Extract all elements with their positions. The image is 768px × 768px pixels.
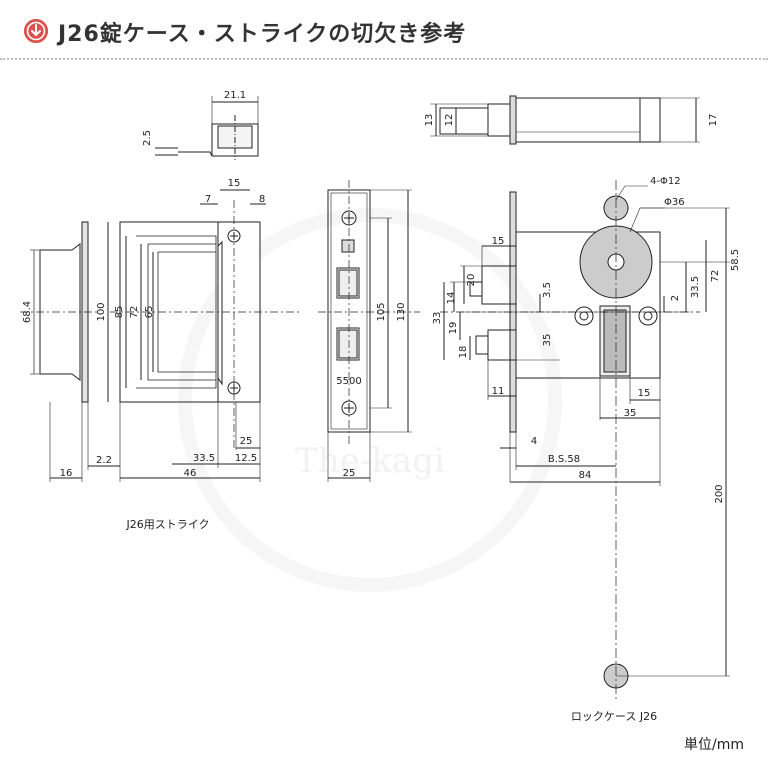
dim-2-2: 2.2 bbox=[96, 455, 112, 466]
dim-18: 18 bbox=[458, 346, 469, 359]
dim-8: 8 bbox=[259, 194, 265, 205]
dim-bs58: B.S.58 bbox=[548, 454, 580, 465]
lockcase-front-view bbox=[440, 180, 730, 700]
dimension-labels: 21.1 2.5 15 7 8 68.4 100 85 72 65 25 33.… bbox=[22, 90, 741, 504]
dim-12-5: 12.5 bbox=[235, 453, 257, 464]
dim-33-5-case: 33.5 bbox=[690, 276, 701, 298]
dim-19: 19 bbox=[448, 322, 459, 335]
strike-front-view bbox=[107, 189, 300, 482]
dim-16: 16 bbox=[60, 468, 73, 479]
strike-side-view bbox=[20, 221, 120, 482]
dim-33: 33 bbox=[432, 312, 443, 325]
dim-15-top: 15 bbox=[228, 178, 241, 189]
dim-7: 7 bbox=[205, 194, 211, 205]
dim-200: 200 bbox=[714, 484, 725, 503]
header-divider bbox=[0, 58, 768, 60]
dim-3-5: 3.5 bbox=[542, 282, 553, 298]
down-arrow-icon bbox=[24, 19, 48, 43]
dim-phi36: Φ36 bbox=[664, 197, 685, 208]
dim-72: 72 bbox=[129, 306, 140, 319]
dim-84: 84 bbox=[579, 470, 592, 481]
dim-100: 100 bbox=[96, 302, 107, 321]
dim-4: 4 bbox=[531, 436, 537, 447]
dim-65: 65 bbox=[144, 306, 155, 319]
dim-25-face: 25 bbox=[343, 468, 356, 479]
dim-46: 46 bbox=[184, 468, 197, 479]
strike-top-view bbox=[155, 96, 259, 160]
dim-20: 20 bbox=[466, 274, 477, 287]
page-title: J26錠ケース・ストライクの切欠き参考 bbox=[58, 22, 467, 47]
dim-58-5: 58.5 bbox=[730, 249, 741, 271]
dim-35-bottom: 35 bbox=[624, 408, 637, 419]
dim-35-right: 35 bbox=[542, 334, 553, 347]
dim-68-4: 68.4 bbox=[22, 301, 33, 323]
unit-label: 単位/mm bbox=[684, 737, 744, 753]
dim-2-case: 2 bbox=[670, 295, 681, 301]
dim-105: 105 bbox=[376, 302, 387, 321]
dim-85: 85 bbox=[114, 306, 125, 319]
dim-2-5: 2.5 bbox=[142, 130, 153, 146]
dim-72-case: 72 bbox=[710, 270, 721, 283]
dim-13: 13 bbox=[424, 114, 435, 127]
lockcase-top-view bbox=[430, 95, 700, 145]
page-header: J26錠ケース・ストライクの切欠き参考 bbox=[0, 0, 768, 60]
lockcase-caption: ロックケース J26 bbox=[571, 710, 657, 723]
dim-14: 14 bbox=[446, 292, 457, 305]
dim-25-strike: 25 bbox=[240, 436, 253, 447]
dim-12: 12 bbox=[444, 114, 455, 127]
dim-15-case: 15 bbox=[492, 236, 505, 247]
faceplate-front-view bbox=[318, 180, 420, 482]
dim-17: 17 bbox=[708, 114, 719, 127]
dim-33-5: 33.5 bbox=[193, 453, 215, 464]
dim-15-bottom: 15 bbox=[638, 388, 651, 399]
faceplate-mark: 5500 bbox=[336, 376, 361, 387]
dim-4-phi12: 4-Φ12 bbox=[650, 176, 681, 187]
dim-21-1: 21.1 bbox=[224, 90, 246, 101]
strike-caption: J26用ストライク bbox=[125, 518, 209, 531]
dim-130: 130 bbox=[396, 302, 407, 321]
dim-11: 11 bbox=[492, 386, 505, 397]
